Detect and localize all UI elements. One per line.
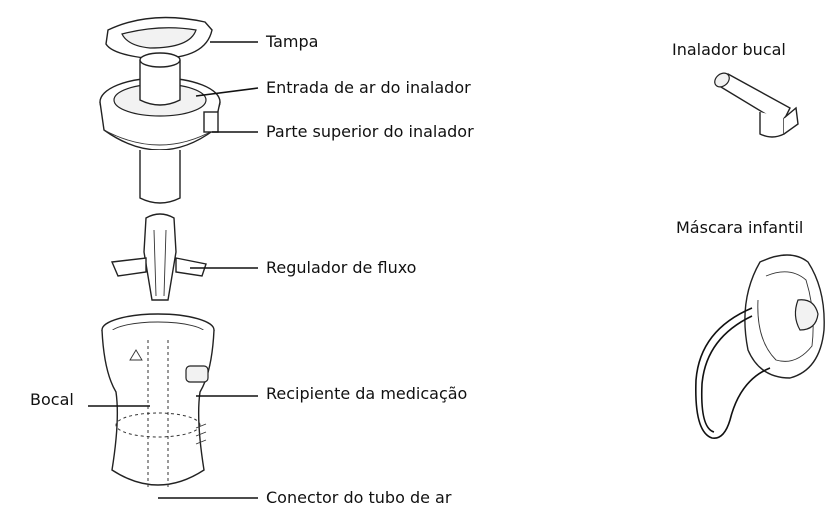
- flow-regulator-drawing: [110, 213, 207, 301]
- label-recipiente: Recipiente da medicação: [266, 384, 468, 403]
- label-tampa: Tampa: [266, 32, 319, 51]
- inhaler-top-drawing: [99, 52, 221, 204]
- label-conector: Conector do tubo de ar: [266, 488, 452, 507]
- label-parte-superior: Parte superior do inalador: [266, 122, 474, 141]
- label-entrada-ar: Entrada de ar do inalador: [266, 78, 471, 97]
- label-bocal: Bocal: [30, 390, 74, 409]
- leader-line-entrada: [195, 87, 259, 97]
- label-regulador: Regulador de fluxo: [266, 258, 417, 277]
- child-mask-drawing: [695, 254, 825, 439]
- label-mascara-infantil: Máscara infantil: [676, 218, 804, 237]
- cap-drawing: [105, 16, 213, 60]
- label-inalador-bucal: Inalador bucal: [672, 40, 786, 59]
- mouthpiece-drawing: [714, 72, 799, 138]
- medication-container-drawing: [101, 313, 215, 490]
